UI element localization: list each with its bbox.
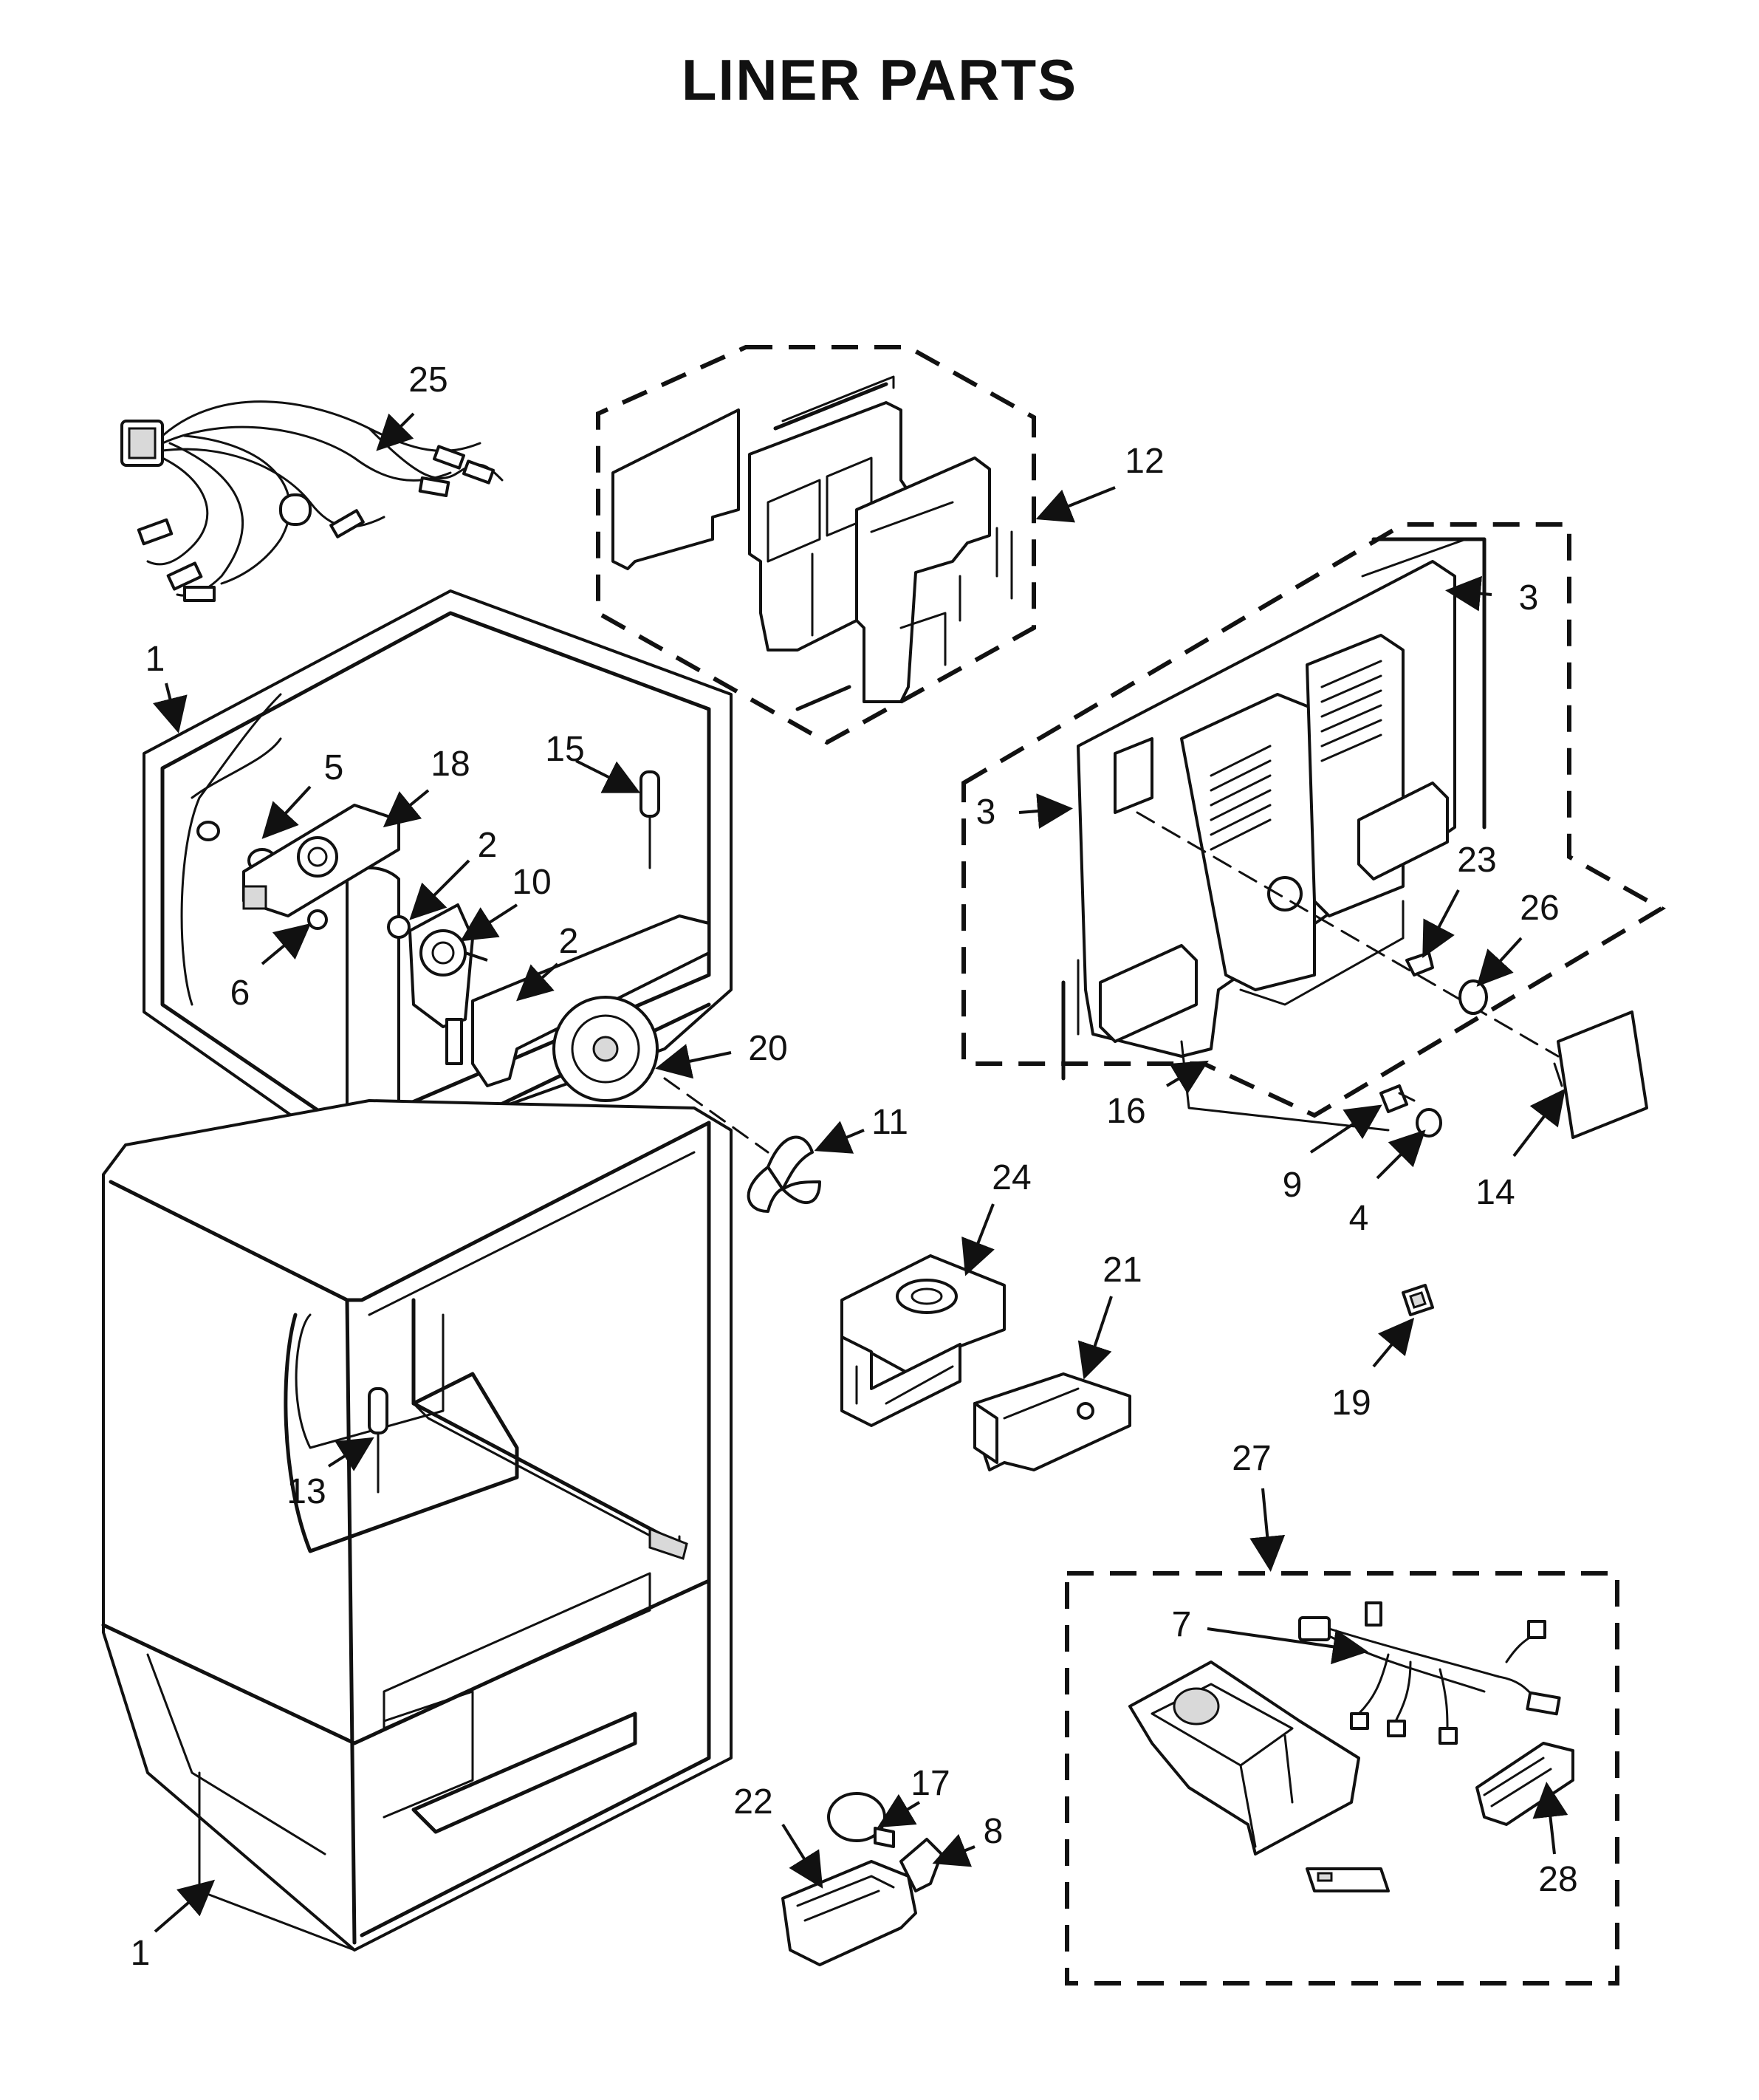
callout-1-bottom: 1: [131, 1934, 151, 1973]
part-6-screw: [307, 909, 328, 930]
callout-14: 14: [1475, 1173, 1515, 1212]
callout-10: 10: [512, 863, 551, 902]
callout-27: 27: [1232, 1439, 1271, 1478]
callout-20: 20: [748, 1029, 787, 1068]
callout-26: 26: [1520, 889, 1559, 928]
part-11-fan-blade: [663, 1077, 821, 1213]
part-27-icemaker-kit: [1065, 1571, 1619, 1986]
part-14-cover: [1553, 1010, 1648, 1139]
part-4-cap: [1416, 1108, 1442, 1138]
fresh-food-liner: [101, 1099, 733, 1952]
callout-22: 22: [733, 1782, 772, 1822]
part-15-thermistor: [640, 770, 660, 869]
part-17-light-bulb: [827, 1792, 895, 1848]
callout-1-top: 1: [145, 640, 165, 679]
callout-16: 16: [1106, 1092, 1145, 1131]
callout-24: 24: [992, 1158, 1031, 1197]
part-26-nut: [1458, 979, 1488, 1015]
part-10-fan-motor: [408, 903, 488, 1065]
callout-labels: 25 12 3 3 1 5 18 15 2 10 2 6 20 11 23 26…: [131, 360, 1578, 1973]
callout-4: 4: [1349, 1199, 1369, 1238]
callout-17: 17: [911, 1764, 950, 1803]
part-8-light-socket: [899, 1838, 943, 1892]
callout-3-left: 3: [976, 793, 996, 832]
part-13-thermistor: [368, 1387, 388, 1494]
callout-2-lower: 2: [559, 922, 579, 961]
callout-6: 6: [230, 974, 250, 1013]
callout-15: 15: [545, 730, 584, 769]
diagram-title: LINER PARTS: [682, 47, 1077, 112]
part-18-bracket: [242, 804, 400, 917]
part-23-screw: [1405, 951, 1434, 977]
callout-arrows: [153, 412, 1568, 1933]
part-12-evaporator-cover-group: [596, 345, 1036, 745]
callout-19: 19: [1331, 1384, 1371, 1423]
callout-18: 18: [431, 745, 470, 784]
callout-2-top: 2: [478, 826, 498, 865]
callout-28: 28: [1538, 1860, 1577, 1899]
freezer-liner: [143, 589, 733, 1177]
part-9-screw: [1379, 1084, 1416, 1113]
callout-3-top: 3: [1519, 578, 1539, 618]
wire-harness: [120, 400, 504, 602]
callout-23: 23: [1457, 841, 1496, 880]
part-22-light-shield: [781, 1860, 917, 1966]
callout-12: 12: [1125, 442, 1164, 481]
callout-5: 5: [324, 748, 344, 787]
part-21-bracket: [973, 1372, 1131, 1471]
callout-7: 7: [1172, 1605, 1192, 1644]
callout-13: 13: [287, 1472, 326, 1511]
callout-21: 21: [1103, 1251, 1142, 1290]
callout-11: 11: [871, 1103, 908, 1142]
callout-8: 8: [984, 1812, 1004, 1851]
part-19-switch: [1402, 1284, 1434, 1316]
part-24-bracket: [840, 1254, 1006, 1427]
callout-25: 25: [408, 360, 448, 400]
part-16-rear-panel-group: [961, 522, 1666, 1132]
callout-9: 9: [1283, 1166, 1303, 1205]
